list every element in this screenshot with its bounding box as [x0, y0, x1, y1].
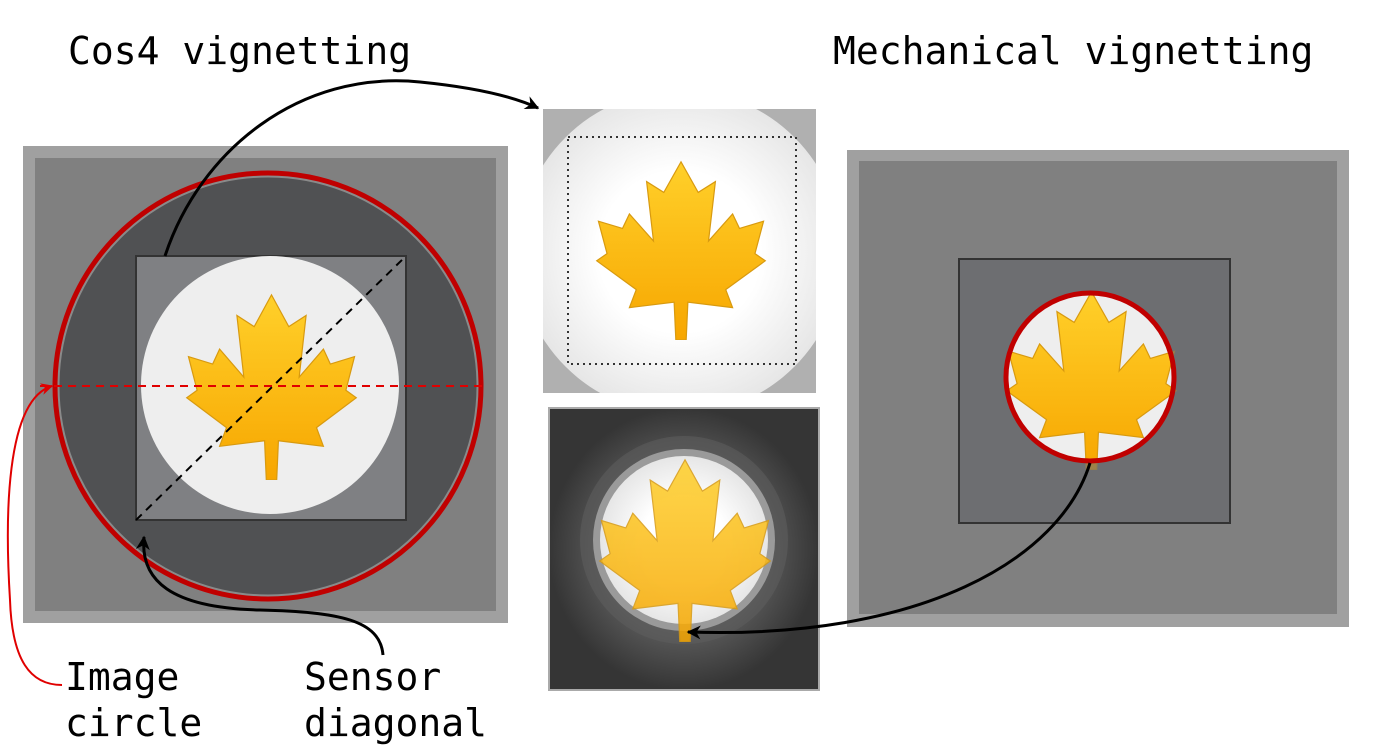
arrow-mechanical-result [686, 462, 1092, 640]
sensor-diagonal-line [135, 255, 407, 521]
arrow-image-circle [6, 383, 63, 686]
mechanical-title: Mechanical vignetting [833, 29, 1313, 73]
aperture-circle [1003, 290, 1177, 464]
arrow-to-sensor-view [163, 79, 540, 257]
image-circle-label-2: circle [65, 701, 202, 745]
sensor-diagonal-label-2: diagonal [304, 701, 487, 745]
mechanical-panel [847, 150, 1349, 627]
arrow-sensor-diagonal [135, 535, 385, 656]
vignetted-result-panel [548, 407, 820, 691]
cos4-panel [23, 146, 508, 623]
sensor-diagonal-label-1: Sensor [304, 655, 441, 699]
cos4-title: Cos4 vignetting [68, 29, 411, 73]
image-circle-label-1: Image [65, 655, 179, 699]
sensor-view-panel [543, 109, 816, 393]
